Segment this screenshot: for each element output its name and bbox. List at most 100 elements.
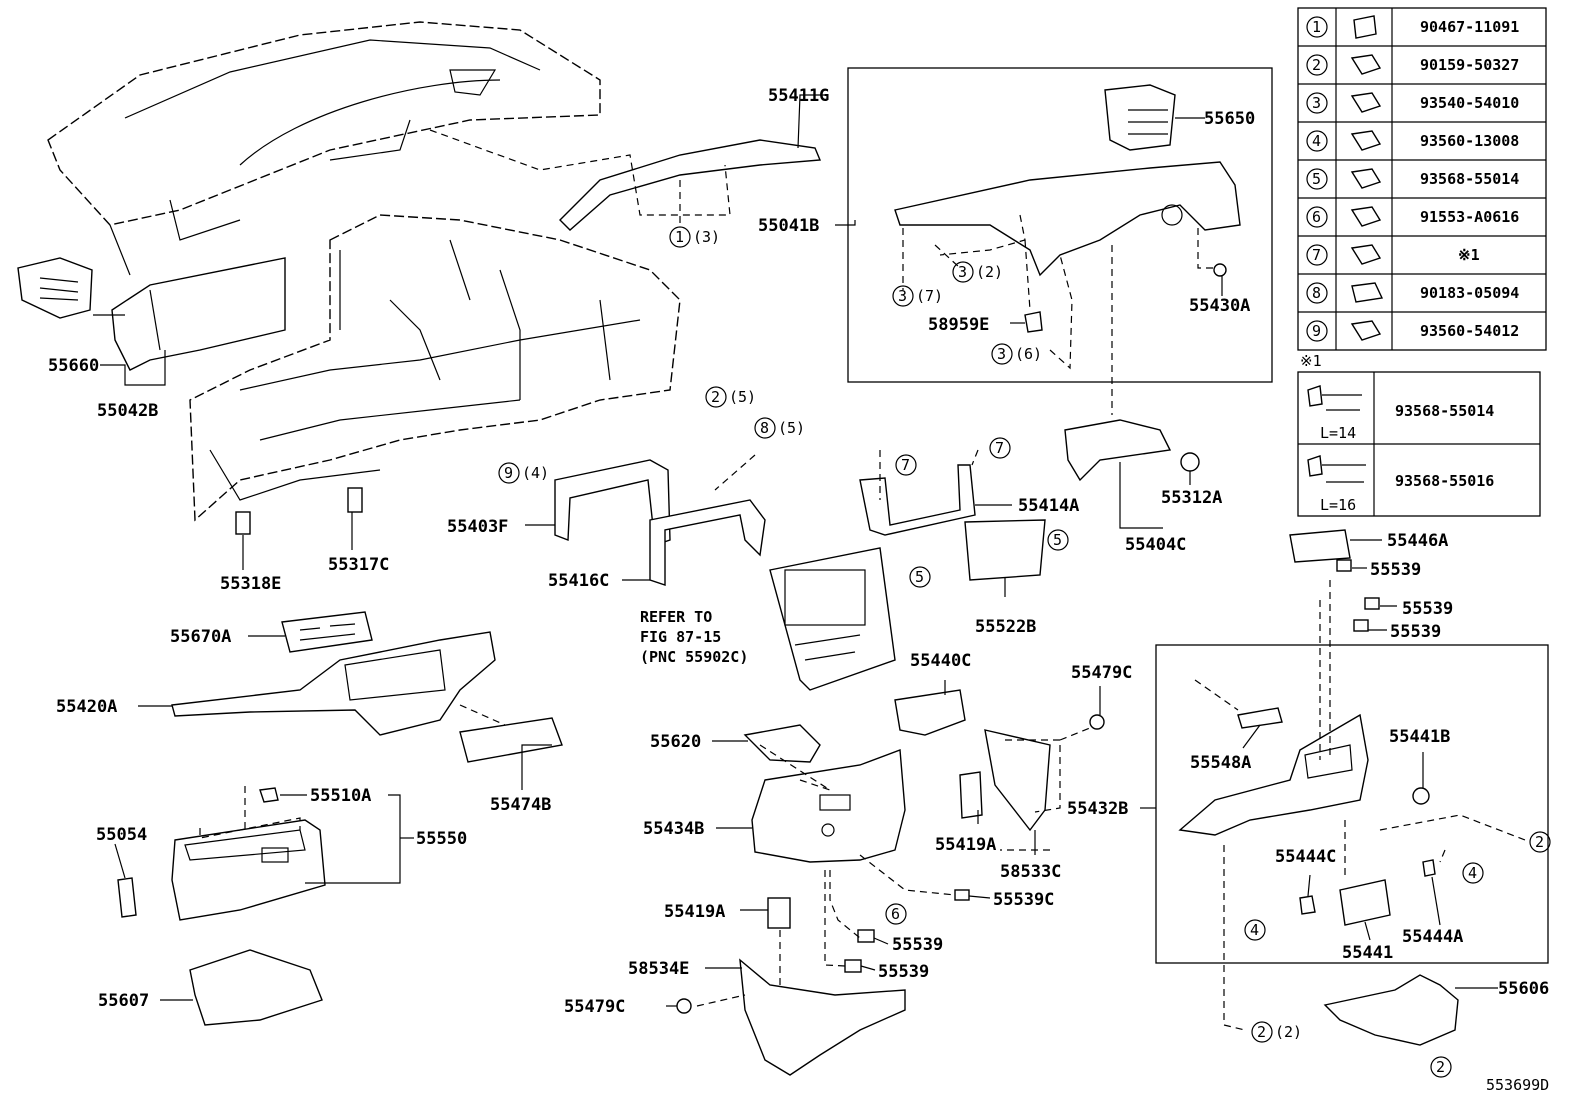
- svg-text:1: 1: [675, 228, 684, 246]
- fastener-part: 90183-05094: [1420, 284, 1519, 302]
- refer-note-line3: (PNC 55902C): [640, 648, 748, 666]
- svg-text:8: 8: [760, 419, 769, 437]
- bracket-55416c: [649, 499, 766, 586]
- callout-text: (4): [522, 464, 549, 482]
- vent-55474b: [459, 717, 563, 763]
- fastener-num: 8: [1312, 284, 1321, 302]
- callout-text: (5): [778, 419, 805, 437]
- note-table: L=14 93568-55014 L=16 93568-55016: [1297, 371, 1541, 517]
- label-55446a: 55446A: [1387, 531, 1448, 551]
- bracket-55403f: [554, 459, 671, 546]
- label-55670a: 55670A: [170, 627, 231, 647]
- fastener-row: 1 90467-11091: [1306, 15, 1519, 39]
- fastener-part: 93540-54010: [1420, 94, 1519, 112]
- fastener-clip-icon: [1353, 15, 1377, 39]
- label-55041b: 55041B: [758, 216, 819, 236]
- cover-55419a-mid: [959, 771, 983, 819]
- svg-text:3: 3: [997, 345, 1006, 363]
- screw-head-icon: [1307, 455, 1323, 477]
- fastener-num: 6: [1312, 208, 1321, 226]
- lower-finish-panel: [1178, 713, 1369, 836]
- label-55403f: 55403F: [447, 517, 508, 537]
- fastener-num: 5: [1312, 170, 1321, 188]
- svg-text:2: 2: [711, 388, 720, 406]
- side-cover-58533c: [984, 729, 1051, 832]
- fastener-part: 93560-13008: [1420, 132, 1519, 150]
- cover-55419a-low: [767, 897, 791, 929]
- clip-58959e: [1024, 311, 1043, 333]
- label-55419a-low: 55419A: [664, 902, 725, 922]
- label-55444c: 55444C: [1275, 847, 1336, 867]
- fastener-num: 2: [1312, 56, 1321, 74]
- screw-icon: [1350, 130, 1382, 151]
- side-vent-left: [17, 257, 93, 319]
- note-part: 93568-55014: [1395, 402, 1494, 420]
- dashed-reference-lines: [199, 129, 1526, 1031]
- fastener-row: 8 90183-05094: [1306, 282, 1519, 304]
- label-55607: 55607: [98, 991, 149, 1011]
- refer-note: REFER TO FIG 87-15 (PNC 55902C): [640, 608, 748, 666]
- svg-text:9: 9: [504, 464, 513, 482]
- label-55660: 55660: [48, 356, 99, 376]
- clip-55539-b: [1364, 597, 1380, 610]
- label-55539-e: 55539: [878, 962, 929, 982]
- fastener-num: 7: [1312, 246, 1321, 264]
- label-55444a: 55444A: [1402, 927, 1463, 947]
- label-55317c: 55317C: [328, 555, 389, 575]
- fastener-row: 5 93568-55014: [1306, 168, 1519, 190]
- label-55539-c: 55539: [1390, 622, 1441, 642]
- clip-55318e: [235, 511, 251, 535]
- lower-finish-panel-group-box: [1155, 644, 1549, 964]
- pocket-55522b: [964, 519, 1046, 581]
- label-55416c: 55416C: [548, 571, 609, 591]
- label-55441: 55441: [1342, 943, 1393, 963]
- screw-icon: [1350, 206, 1382, 227]
- side-panel-left: [111, 257, 286, 371]
- note-row: L=14 93568-55014: [1307, 385, 1494, 442]
- label-55539c: 55539C: [993, 890, 1054, 910]
- fastener-row: 7 ※1: [1306, 244, 1480, 266]
- bracket-55404c: [1064, 419, 1172, 482]
- svg-text:3: 3: [898, 287, 907, 305]
- svg-text:2: 2: [1257, 1023, 1266, 1041]
- screw-length: L=16: [1320, 496, 1356, 514]
- label-55510a: 55510A: [310, 786, 371, 806]
- label-55479c-low: 55479C: [564, 997, 625, 1017]
- screw-55479c-top: [1089, 714, 1105, 730]
- clip-55548a: [1237, 707, 1283, 729]
- clip-55430a: [1213, 263, 1227, 277]
- leader-lines: [93, 94, 1498, 1007]
- label-55318e: 55318E: [220, 574, 281, 594]
- label-55440c: 55440C: [910, 651, 971, 671]
- fastener-part: 90159-50327: [1420, 56, 1519, 74]
- svg-text:2: 2: [1436, 1058, 1445, 1076]
- callout-text: (7): [916, 287, 943, 305]
- clip-55539-c: [1353, 619, 1369, 632]
- clip-55312a: [1180, 452, 1200, 472]
- fastener-part: 91553-A0616: [1420, 208, 1519, 226]
- fastener-row: 3 93540-54010: [1306, 92, 1519, 114]
- clip-55539-a: [1336, 559, 1352, 572]
- label-55548a: 55548A: [1190, 753, 1251, 773]
- fastener-part: ※1: [1458, 246, 1480, 264]
- svg-text:6: 6: [891, 905, 900, 923]
- label-55474b: 55474B: [490, 795, 551, 815]
- label-58533c: 58533C: [1000, 862, 1061, 882]
- refer-note-line2: FIG 87-15: [640, 628, 721, 646]
- clip-55317c: [347, 487, 363, 513]
- refer-note-line1: REFER TO: [640, 608, 712, 626]
- fastener-row: 4 93560-13008: [1306, 130, 1519, 152]
- box-55440c: [894, 689, 966, 736]
- instrument-panel-reinforcement: [189, 214, 681, 522]
- center-vent-upper: [1104, 84, 1176, 151]
- center-bezel: [769, 547, 896, 691]
- screw-icon: [1350, 54, 1382, 75]
- cluster-finish-panel: [894, 161, 1241, 277]
- label-55054: 55054: [96, 825, 147, 845]
- label-55620: 55620: [650, 732, 701, 752]
- label-55430a: 55430A: [1189, 296, 1250, 316]
- label-55606: 55606: [1498, 979, 1549, 999]
- clip-55444a: [1422, 859, 1436, 877]
- bracket-55620: [743, 724, 821, 763]
- fastener-num: 4: [1312, 132, 1321, 150]
